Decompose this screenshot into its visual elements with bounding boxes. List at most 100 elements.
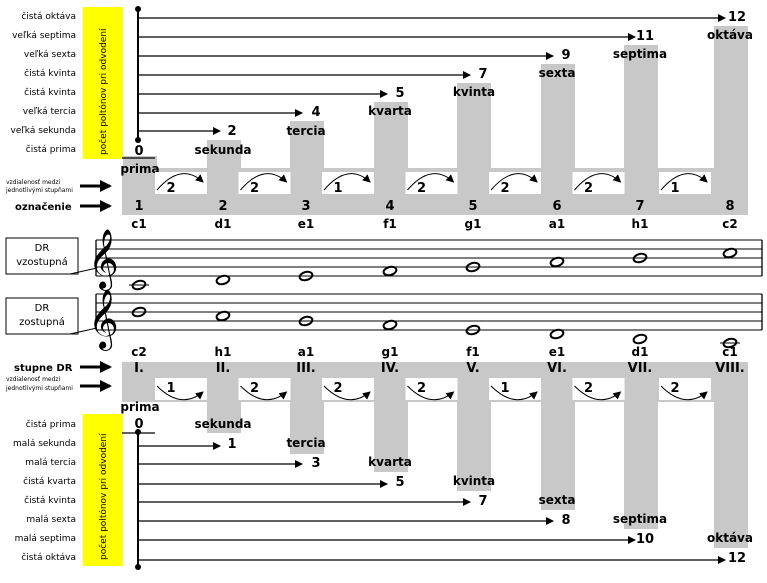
step-curve-arrow — [407, 173, 455, 191]
semitone-count: 7 — [478, 494, 487, 509]
staff-up-title-box — [5, 237, 79, 275]
semitone-count: 4 — [311, 105, 320, 120]
step-bubble — [238, 172, 291, 194]
semitone-count: 0 — [134, 417, 143, 432]
degree-roman: VIII. — [715, 361, 745, 376]
whole-note — [298, 315, 314, 327]
whole-note — [215, 274, 231, 286]
step-curve-arrow — [490, 385, 538, 401]
degree-roman: IV. — [381, 361, 399, 376]
degree-roman: VII. — [628, 361, 653, 376]
interval-label: veľká sexta — [24, 50, 76, 60]
whole-note — [382, 265, 398, 277]
note-name: f1 — [383, 217, 397, 231]
step-curve-arrow — [660, 173, 708, 191]
semitone-count: 3 — [311, 456, 320, 471]
degree-number: 5 — [468, 199, 477, 214]
note-name: g1 — [382, 345, 399, 359]
step-bubble — [155, 172, 207, 194]
degree-number: 3 — [301, 199, 310, 214]
interval-name: oktáva — [707, 28, 753, 42]
degree-number: 1 — [134, 199, 143, 214]
interval-label: čistá kvarta — [23, 476, 76, 487]
degrees-label: stupne DR — [14, 363, 73, 374]
whole-note — [382, 319, 398, 331]
note-name: d1 — [632, 345, 649, 359]
treble-clef-icon: 𝄞 — [88, 289, 119, 351]
interval-label: malá sekunda — [13, 439, 76, 449]
interval-label: čistá prima — [26, 144, 76, 155]
caption-box — [83, 414, 123, 566]
step-curve-arrow — [323, 385, 371, 401]
step-bubble — [405, 378, 458, 400]
degree-column — [290, 121, 324, 215]
interval-label: malá tercia — [25, 458, 76, 468]
step-bubble — [572, 172, 625, 194]
degree-number: 6 — [552, 199, 561, 214]
step-distance: 2 — [250, 381, 259, 396]
step-bubble — [659, 378, 711, 400]
staff-down-title-box — [5, 297, 79, 335]
interval-name: prima — [120, 400, 159, 414]
degree-column — [123, 156, 157, 215]
step-curve-arrow — [323, 173, 371, 191]
staff-descending: DR zostupná 𝄞 — [5, 289, 763, 351]
interval-label: malá sexta — [26, 515, 76, 525]
step-distance: 2 — [584, 381, 593, 396]
interval-label: čistá kvinta — [24, 87, 76, 98]
interval-label: veľká tercia — [23, 107, 76, 117]
whole-note — [465, 324, 481, 336]
step-distance: 1 — [333, 181, 342, 196]
interval-name: kvarta — [368, 455, 412, 469]
whole-note — [722, 337, 738, 349]
semitone-count: 5 — [395, 475, 404, 490]
interval-name: kvarta — [368, 104, 412, 118]
whole-note — [131, 306, 147, 318]
whole-note — [632, 252, 648, 264]
interval-label: veľká sekunda — [11, 126, 76, 136]
interval-name: septima — [613, 512, 667, 526]
staff-up-title-line1: DR — [35, 243, 50, 254]
semitone-count: 5 — [395, 86, 404, 101]
interval-label: čistá oktáva — [21, 11, 76, 22]
interval-name: kvinta — [453, 85, 495, 99]
degree-column — [374, 362, 408, 472]
note-name: e1 — [549, 345, 566, 359]
degree-column — [714, 362, 748, 548]
whole-note — [549, 256, 565, 268]
step-curve-arrow — [240, 173, 288, 191]
interval-name: kvinta — [453, 474, 495, 488]
semitone-count: 9 — [561, 48, 570, 63]
degree-roman: III. — [296, 361, 315, 376]
semitone-count: 1 — [227, 437, 236, 452]
step-distance: 1 — [670, 181, 679, 196]
interval-name: sekunda — [194, 143, 251, 157]
interval-name: prima — [120, 162, 159, 176]
axis-dot-bottom — [135, 564, 141, 570]
note-name: c2 — [722, 217, 737, 231]
semitone-count: 12 — [728, 10, 746, 25]
step-curve-arrow — [490, 173, 538, 191]
whole-note — [632, 333, 648, 345]
step-bubble — [489, 172, 541, 194]
step-bubble — [405, 172, 458, 194]
degree-roman: II. — [216, 361, 231, 376]
step-curve-arrow — [660, 385, 708, 401]
interval-name: septima — [613, 47, 667, 61]
staff-down-title-line2: zostupná — [19, 316, 65, 328]
staff-up-pointer — [69, 267, 98, 275]
degree-column — [207, 140, 241, 215]
degree-number: 8 — [725, 199, 734, 214]
note-name: e1 — [298, 217, 315, 231]
degree-column — [457, 362, 491, 491]
semitone-count: 7 — [478, 67, 487, 82]
degree-column — [541, 64, 575, 215]
whole-note — [298, 270, 314, 282]
interval-label: čistá kvinta — [24, 68, 76, 79]
degree-number: 4 — [385, 199, 394, 214]
step-curve-arrow — [574, 173, 622, 191]
interval-label: čistá kvinta — [24, 495, 76, 506]
distance-label-line2: jednotlivými stupňami — [5, 385, 73, 392]
